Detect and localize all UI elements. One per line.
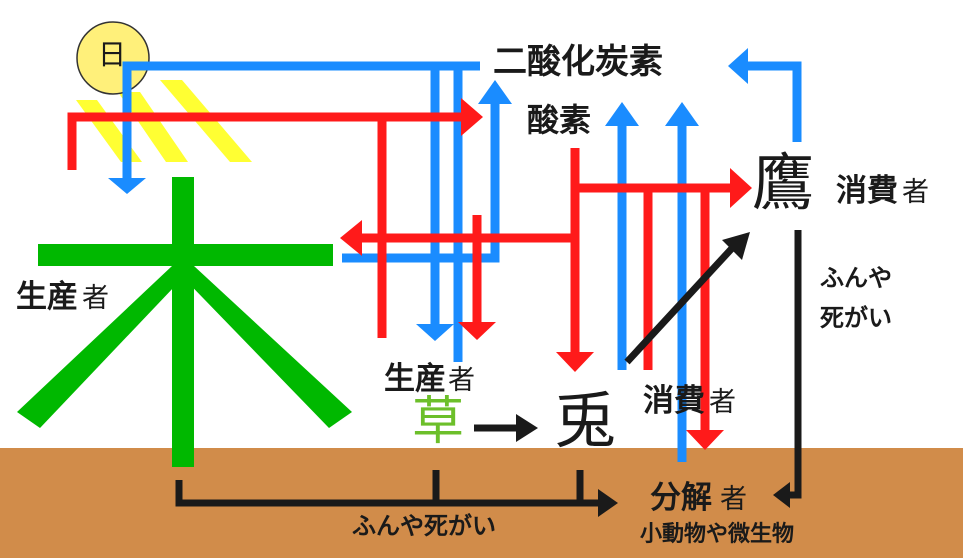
- producer-strong: 生産: [16, 279, 78, 315]
- grass-glyph: 草: [412, 392, 465, 452]
- ground-waste-label: ふんや死がい: [352, 512, 496, 540]
- consumer-strong-hawk: 消費: [836, 173, 898, 209]
- co2-lines: [122, 61, 802, 462]
- decomposer-examples: 小動物や微生物: [640, 522, 795, 547]
- hawk-waste-line1: ふんや: [820, 264, 892, 292]
- tree-glyph: [17, 177, 352, 467]
- decomposer-strong: 分解: [650, 480, 712, 516]
- producer-weak-grass: 者: [448, 365, 475, 396]
- hawk-glyph: 鷹: [752, 146, 815, 219]
- rabbit-glyph: 兎: [554, 384, 617, 457]
- hawk-waste-line2: 死がい: [820, 304, 892, 332]
- decomposer-weak: 者: [720, 484, 747, 515]
- consumer-strong-rabbit: 消費: [643, 383, 705, 419]
- consumer-hawk-label: 消費者: [836, 176, 929, 207]
- producer-grass-label: 生産者: [384, 364, 475, 395]
- oxygen-arrowheads: [340, 98, 752, 450]
- producer-weak: 者: [82, 283, 109, 314]
- consumer-weak-rabbit: 者: [709, 387, 736, 418]
- producer-strong-grass: 生産: [384, 361, 446, 397]
- co2-arrowheads: [108, 48, 748, 341]
- decomposer-label: 分解者: [650, 483, 747, 514]
- consumer-weak-hawk: 者: [902, 177, 929, 208]
- oxygen-label: 酸素: [527, 101, 592, 139]
- oxygen-lines: [67, 112, 735, 430]
- consumer-rabbit-label: 消費者: [643, 386, 736, 417]
- sun-label: 日: [98, 38, 127, 71]
- producer-tree-label: 生産者: [16, 282, 109, 313]
- co2-label: 二酸化炭素: [493, 42, 663, 82]
- food-chain-arrowheads: [516, 232, 790, 517]
